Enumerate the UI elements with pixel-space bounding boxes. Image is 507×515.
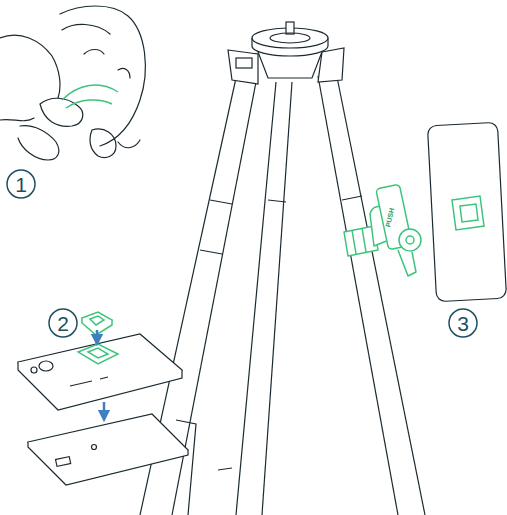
phone-adapter-part	[460, 204, 478, 222]
assembly-arrows-part	[103, 402, 106, 416]
case-adapter	[78, 344, 118, 364]
tripod-head-part	[286, 22, 294, 34]
phone-part	[92, 445, 97, 450]
phone-case-part	[39, 361, 53, 371]
leg-mount-part	[352, 228, 366, 254]
tripod-head	[228, 22, 344, 84]
tripod-legs-part	[336, 72, 425, 515]
phone-part	[56, 457, 71, 467]
protective-film-part	[62, 85, 118, 100]
leg-mount-part	[406, 236, 414, 244]
hand-illustration-part	[60, 6, 145, 146]
case-adapter-part	[88, 348, 108, 358]
hand-illustration	[0, 6, 145, 160]
tripod-legs-part	[268, 200, 286, 202]
callout-number: 3	[457, 313, 469, 334]
phone-adapter-part	[452, 196, 484, 230]
tripod-head-part	[318, 48, 344, 82]
step-callout: 3	[448, 308, 478, 338]
tripod-legs-part	[262, 82, 292, 515]
leg-mount-part	[399, 229, 421, 251]
hand-illustration-part	[0, 118, 34, 121]
phone-back-part	[427, 122, 506, 301]
phone-case-part	[31, 367, 37, 373]
tripod-head-part	[236, 58, 252, 68]
tripod-legs-part	[176, 420, 196, 515]
phone-case-part	[70, 377, 108, 386]
hand-illustration-part	[118, 140, 140, 148]
step-callout: 2	[48, 308, 78, 338]
callout-circle	[7, 170, 35, 198]
phone-part	[28, 442, 188, 485]
adapter-piece-part	[90, 316, 104, 325]
step-callout: 1	[6, 169, 36, 199]
callout-circle	[449, 309, 477, 337]
tripod-legs-part	[200, 200, 232, 254]
phone-back	[427, 122, 506, 301]
assembly-arrows-part	[96, 330, 99, 340]
tripod-legs-part	[236, 82, 276, 515]
hand-illustration-part	[0, 35, 60, 98]
tripod-legs-part	[318, 76, 398, 515]
callout-circle	[49, 309, 77, 337]
hand-illustration-part	[18, 126, 59, 160]
hand-illustration-part	[118, 68, 130, 78]
assembly-arrows	[97, 330, 104, 416]
leg-mount-part	[398, 250, 416, 276]
hand-illustration-part	[62, 24, 110, 34]
phone-case	[18, 334, 182, 410]
protective-film	[62, 85, 118, 108]
tripod-head-part	[228, 50, 258, 84]
callout-number: 2	[57, 313, 69, 334]
phone	[28, 414, 188, 485]
leg-mount	[344, 184, 421, 276]
protective-film-part	[66, 100, 112, 108]
case-adapter-part	[78, 344, 118, 364]
callout-number: 1	[15, 174, 27, 195]
tripod-legs-part	[342, 196, 362, 200]
hand-illustration-part	[90, 129, 116, 158]
phone-adapter	[452, 196, 484, 230]
phone-case-part	[18, 362, 182, 410]
tripod-head-part	[270, 33, 310, 43]
hand-illustration-part	[84, 50, 104, 55]
tripod-legs-part	[218, 468, 232, 470]
